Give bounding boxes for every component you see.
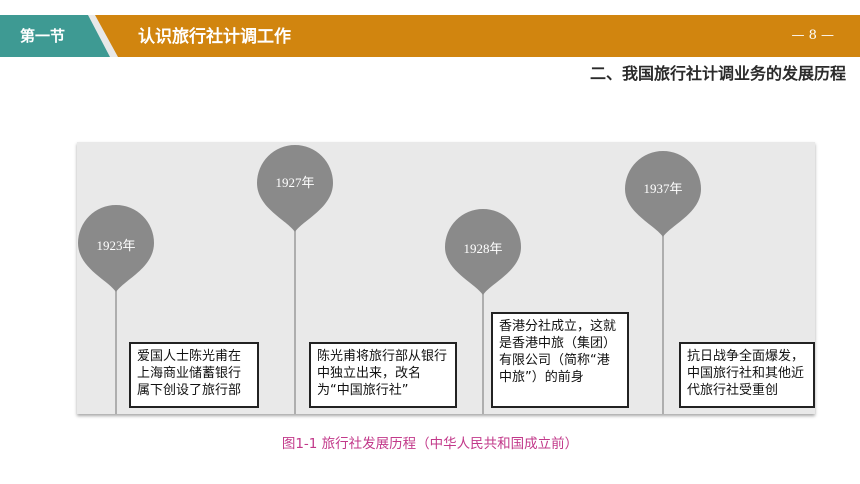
pin-1927: [257, 145, 333, 232]
milestone-box-1928: 香港分社成立，这就是香港中旅（集团）有限公司（简称“港中旅”）的前身: [491, 312, 629, 408]
header-bar: [0, 15, 860, 57]
pin-1928: [445, 209, 521, 295]
pin-year-1923: 1923年: [96, 238, 135, 253]
section-tab: [0, 15, 122, 57]
milestone-box-1937: 抗日战争全面爆发，中国旅行社和其他近代旅行社受重创: [679, 342, 815, 408]
figure-caption: 图1-1 旅行社发展历程（中华人民共和国成立前）: [281, 436, 579, 452]
section-label: 第一节: [20, 27, 66, 45]
pin-1923: [78, 204, 154, 292]
pin-year-1928: 1928年: [463, 241, 502, 256]
timeline-panel: 1923年 1927年 1928年 1937年 爱国人士陈光甫在上海商业储蓄银行…: [77, 142, 815, 414]
pin-1937: [625, 151, 701, 237]
pin-year-1937: 1937年: [643, 181, 682, 196]
page-number: — 8 —: [791, 28, 834, 43]
timeline-graphic: 1923年 1927年 1928年 1937年: [78, 145, 701, 414]
milestone-box-1927: 陈光甫将旅行部从银行中独立出来，改名为“中国旅行社”: [309, 342, 457, 408]
subheading: 二、我国旅行社计调业务的发展历程: [589, 64, 846, 83]
pin-year-1927: 1927年: [275, 175, 314, 190]
milestone-box-1923: 爱国人士陈光甫在上海商业储蓄银行属下创设了旅行部: [129, 342, 259, 408]
page-title: 认识旅行社计调工作: [138, 27, 291, 47]
